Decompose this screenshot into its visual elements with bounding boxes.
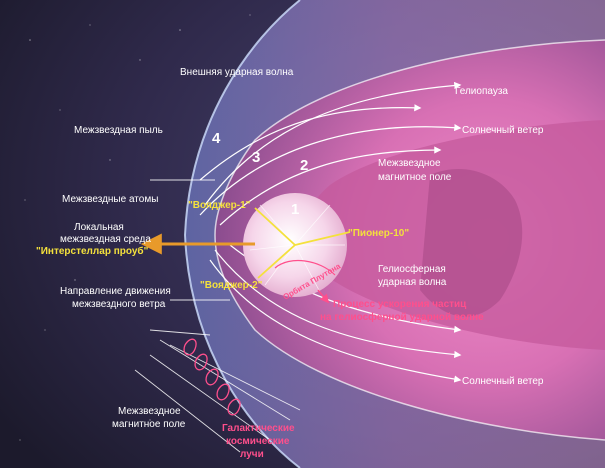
cosmic-ray-spiral <box>183 338 241 416</box>
voyager1-path <box>254 207 296 246</box>
dust-label: Межзвездная пыль <box>74 125 163 136</box>
voyager1-label: "Вояджер-1" <box>188 200 251 211</box>
imf-label-line1: Межзвездное <box>378 158 441 169</box>
ism-field-label-line1: Межзвездное <box>118 406 181 417</box>
pioneer10-label: "Пионер-10" <box>348 228 409 239</box>
heliopause-line <box>214 39 605 441</box>
lism-label-line1: Локальная <box>74 222 124 233</box>
gcr-label-line3: лучи <box>240 449 264 460</box>
imf-label-line2: магнитное поле <box>378 172 452 183</box>
solar-wind-bottom-label: Солнечный ветер <box>462 376 544 387</box>
wind-direction-label-line1: Направление движения <box>60 286 171 297</box>
termination-shock-lobe <box>420 169 523 317</box>
outer-shock-label: Внешняя ударная волна <box>180 67 294 78</box>
atoms-label: Межзвездные атомы <box>62 194 158 205</box>
acceleration-label-line2: на гелиосферной ударной волне <box>320 311 484 323</box>
region-number-4: 4 <box>212 130 221 147</box>
region-number-2: 2 <box>300 157 308 174</box>
gcr-label-line1: Галактические <box>222 423 295 434</box>
lism-label-line2: межзвездная среда <box>60 234 151 245</box>
interstellar-probe-label: "Интерстеллар проуб" <box>36 245 149 257</box>
pluto-orbit-arc <box>274 260 336 276</box>
acceleration-arrow <box>317 289 330 304</box>
voyager2-path <box>257 244 296 279</box>
region-number-1: 1 <box>291 201 299 218</box>
wind-direction-label-line2: межзвездного ветра <box>72 299 166 310</box>
heliopause-label: Гелиопауза <box>455 86 508 97</box>
voyager2-label: "Вояджер-2" <box>200 280 263 291</box>
acceleration-label-line1: Процесс ускорения частиц <box>333 299 467 310</box>
ism-field-label-line2: магнитное поле <box>112 419 186 430</box>
star-field <box>19 14 251 441</box>
term-shock-label-line2: ударная волна <box>378 277 447 288</box>
term-shock-label-line1: Гелиосферная <box>378 263 446 275</box>
interstellar-wind-lines <box>134 179 301 453</box>
solar-wind-top-label: Солнечный ветер <box>462 125 544 136</box>
region-number-3: 3 <box>252 149 260 166</box>
outer-shock-line <box>183 0 301 468</box>
pioneer10-path <box>294 231 351 246</box>
gcr-label-line2: космические <box>226 436 290 447</box>
